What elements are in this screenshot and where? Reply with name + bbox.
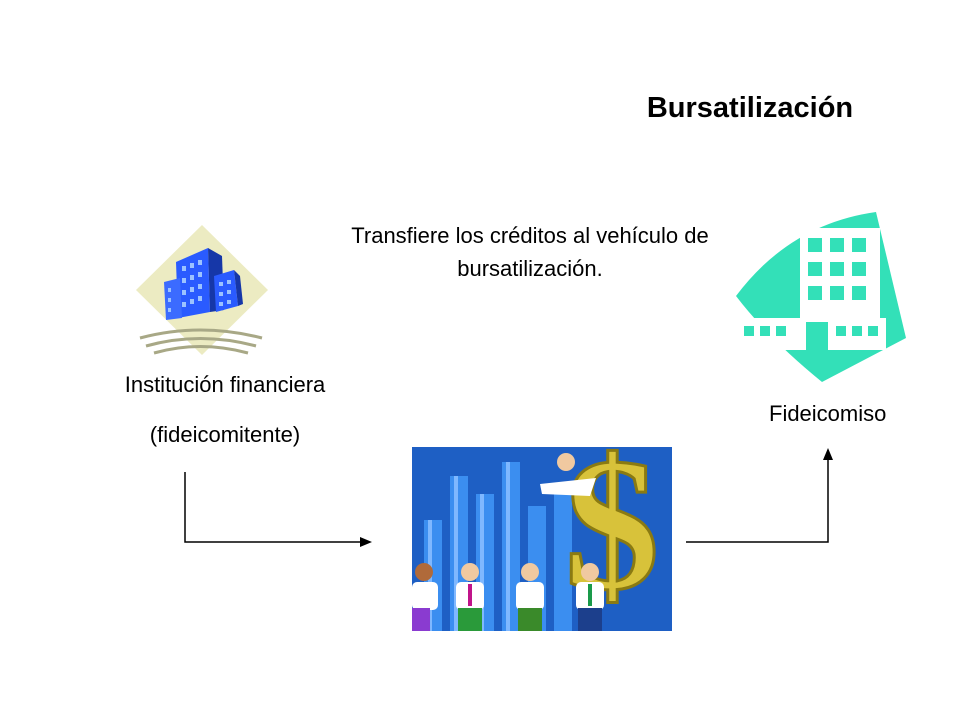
flow-arrow-right [686,448,833,543]
transfer-caption: Transfiere los créditos al vehículo de b… [351,223,709,281]
business-money-icon: $ [412,419,672,632]
institution-sublabel: (fideicomitente) [149,422,301,447]
flow-arrow-left [184,472,372,547]
institution-label: Institución financiera [124,372,326,397]
trust-building-icon [736,212,906,382]
trust-label: Fideicomiso [769,401,887,426]
institution-buildings-icon [136,225,268,355]
slide-title: Bursatilización [646,92,854,124]
